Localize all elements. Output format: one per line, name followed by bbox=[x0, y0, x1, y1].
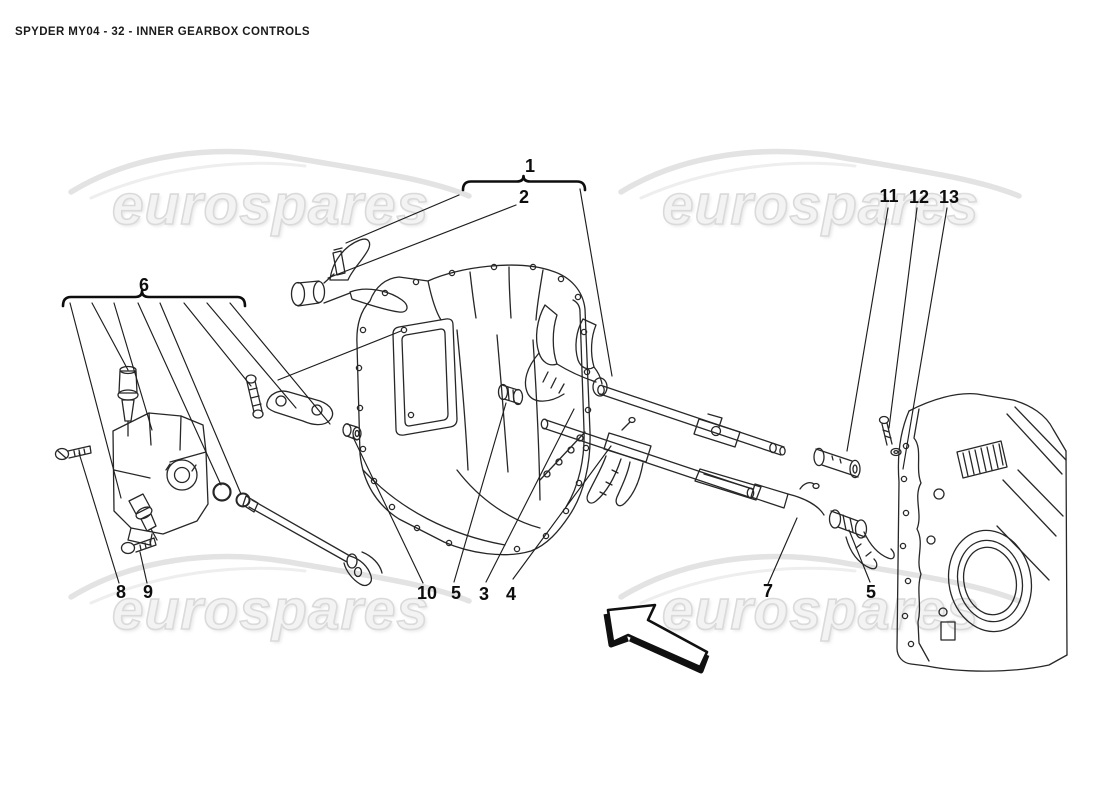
callout-9: 9 bbox=[142, 582, 154, 602]
right-shift-fork bbox=[750, 482, 895, 570]
page-title: SPYDER MY04 - 32 - INNER GEARBOX CONTROL… bbox=[15, 26, 310, 38]
callout-1: 1 bbox=[524, 156, 536, 176]
upper-selector-rod bbox=[597, 384, 861, 479]
callout-7: 7 bbox=[762, 581, 774, 601]
gearbox-housing bbox=[355, 263, 592, 556]
clutch-housing bbox=[878, 393, 1068, 672]
callout-3: 3 bbox=[478, 584, 490, 604]
callout-12: 12 bbox=[908, 187, 930, 207]
callout-2: 2 bbox=[518, 187, 530, 207]
linkage-rod bbox=[242, 495, 383, 587]
bushing-part5 bbox=[497, 383, 524, 406]
callout-5: 5 bbox=[865, 582, 877, 602]
callout-11: 11 bbox=[879, 186, 899, 206]
callout-4: 4 bbox=[505, 584, 517, 604]
center-shift-fork bbox=[524, 304, 608, 402]
leader-lines bbox=[69, 188, 948, 585]
callout-6: 6 bbox=[138, 275, 150, 295]
lower-selector-rod bbox=[540, 416, 762, 507]
callout-13: 13 bbox=[938, 187, 960, 207]
bushing-part10 bbox=[342, 423, 362, 441]
callout-8: 8 bbox=[115, 582, 127, 602]
callout-5: 5 bbox=[450, 583, 462, 603]
upper-shift-fork bbox=[290, 238, 408, 313]
callout-10: 10 bbox=[416, 583, 438, 603]
direction-arrow-icon bbox=[603, 603, 710, 674]
selector-housing-assembly bbox=[54, 365, 334, 555]
callout-brackets bbox=[61, 174, 587, 308]
